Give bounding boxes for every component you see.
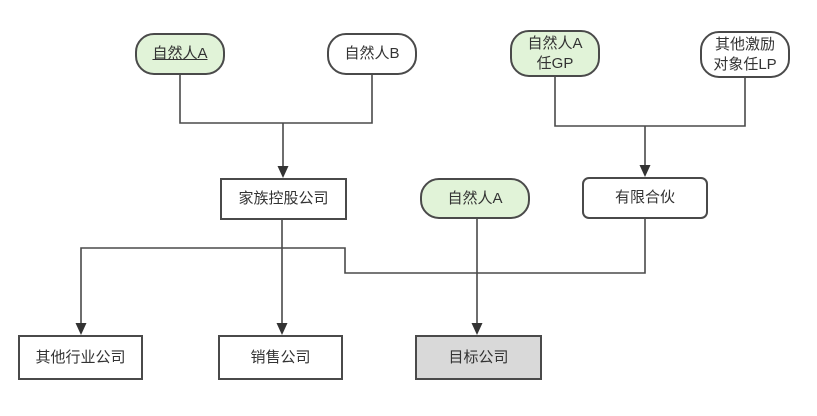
node-natural-person-a-top: 自然人A bbox=[135, 33, 225, 75]
node-label: 目标公司 bbox=[448, 348, 509, 366]
arrowhead-target bbox=[471, 323, 483, 335]
node-target-company: 目标公司 bbox=[415, 335, 542, 380]
node-label: 有限合伙 bbox=[614, 189, 675, 206]
node-label: 家族控股公司 bbox=[238, 190, 329, 207]
arrowhead-other-industry bbox=[75, 323, 87, 335]
node-label: 销售公司 bbox=[250, 348, 311, 366]
node-natural-person-b: 自然人B bbox=[327, 33, 417, 75]
node-label: 其他行业公司 bbox=[35, 348, 126, 366]
node-label-line1: 其他激励 bbox=[714, 35, 775, 53]
node-label: 自然人A bbox=[447, 189, 503, 207]
node-sales-company: 销售公司 bbox=[218, 335, 343, 380]
node-label-line2: 任GP bbox=[536, 54, 574, 72]
node-label: 自然人A bbox=[152, 45, 208, 62]
arrowhead-family-holding bbox=[277, 166, 289, 178]
node-limited-partnership: 有限合伙 bbox=[582, 177, 708, 219]
node-natural-person-a-middle: 自然人A bbox=[420, 178, 530, 219]
node-other-industry-company: 其他行业公司 bbox=[18, 335, 143, 380]
node-natural-person-a-gp: 自然人A 任GP bbox=[510, 30, 600, 77]
node-label: 自然人B bbox=[344, 45, 400, 62]
edge-holding-bus bbox=[80, 219, 646, 324]
arrowhead-sales bbox=[276, 323, 288, 335]
node-label-line1: 自然人A bbox=[527, 34, 583, 52]
node-label-line2: 对象任LP bbox=[713, 55, 777, 73]
arrowhead-limited-partnership bbox=[639, 165, 651, 177]
node-family-holding-company: 家族控股公司 bbox=[220, 178, 347, 220]
node-other-incentive-lp: 其他激励 对象任LP bbox=[700, 31, 790, 78]
edge-top-right-group bbox=[554, 77, 746, 127]
edge-top-left-group bbox=[179, 75, 373, 124]
